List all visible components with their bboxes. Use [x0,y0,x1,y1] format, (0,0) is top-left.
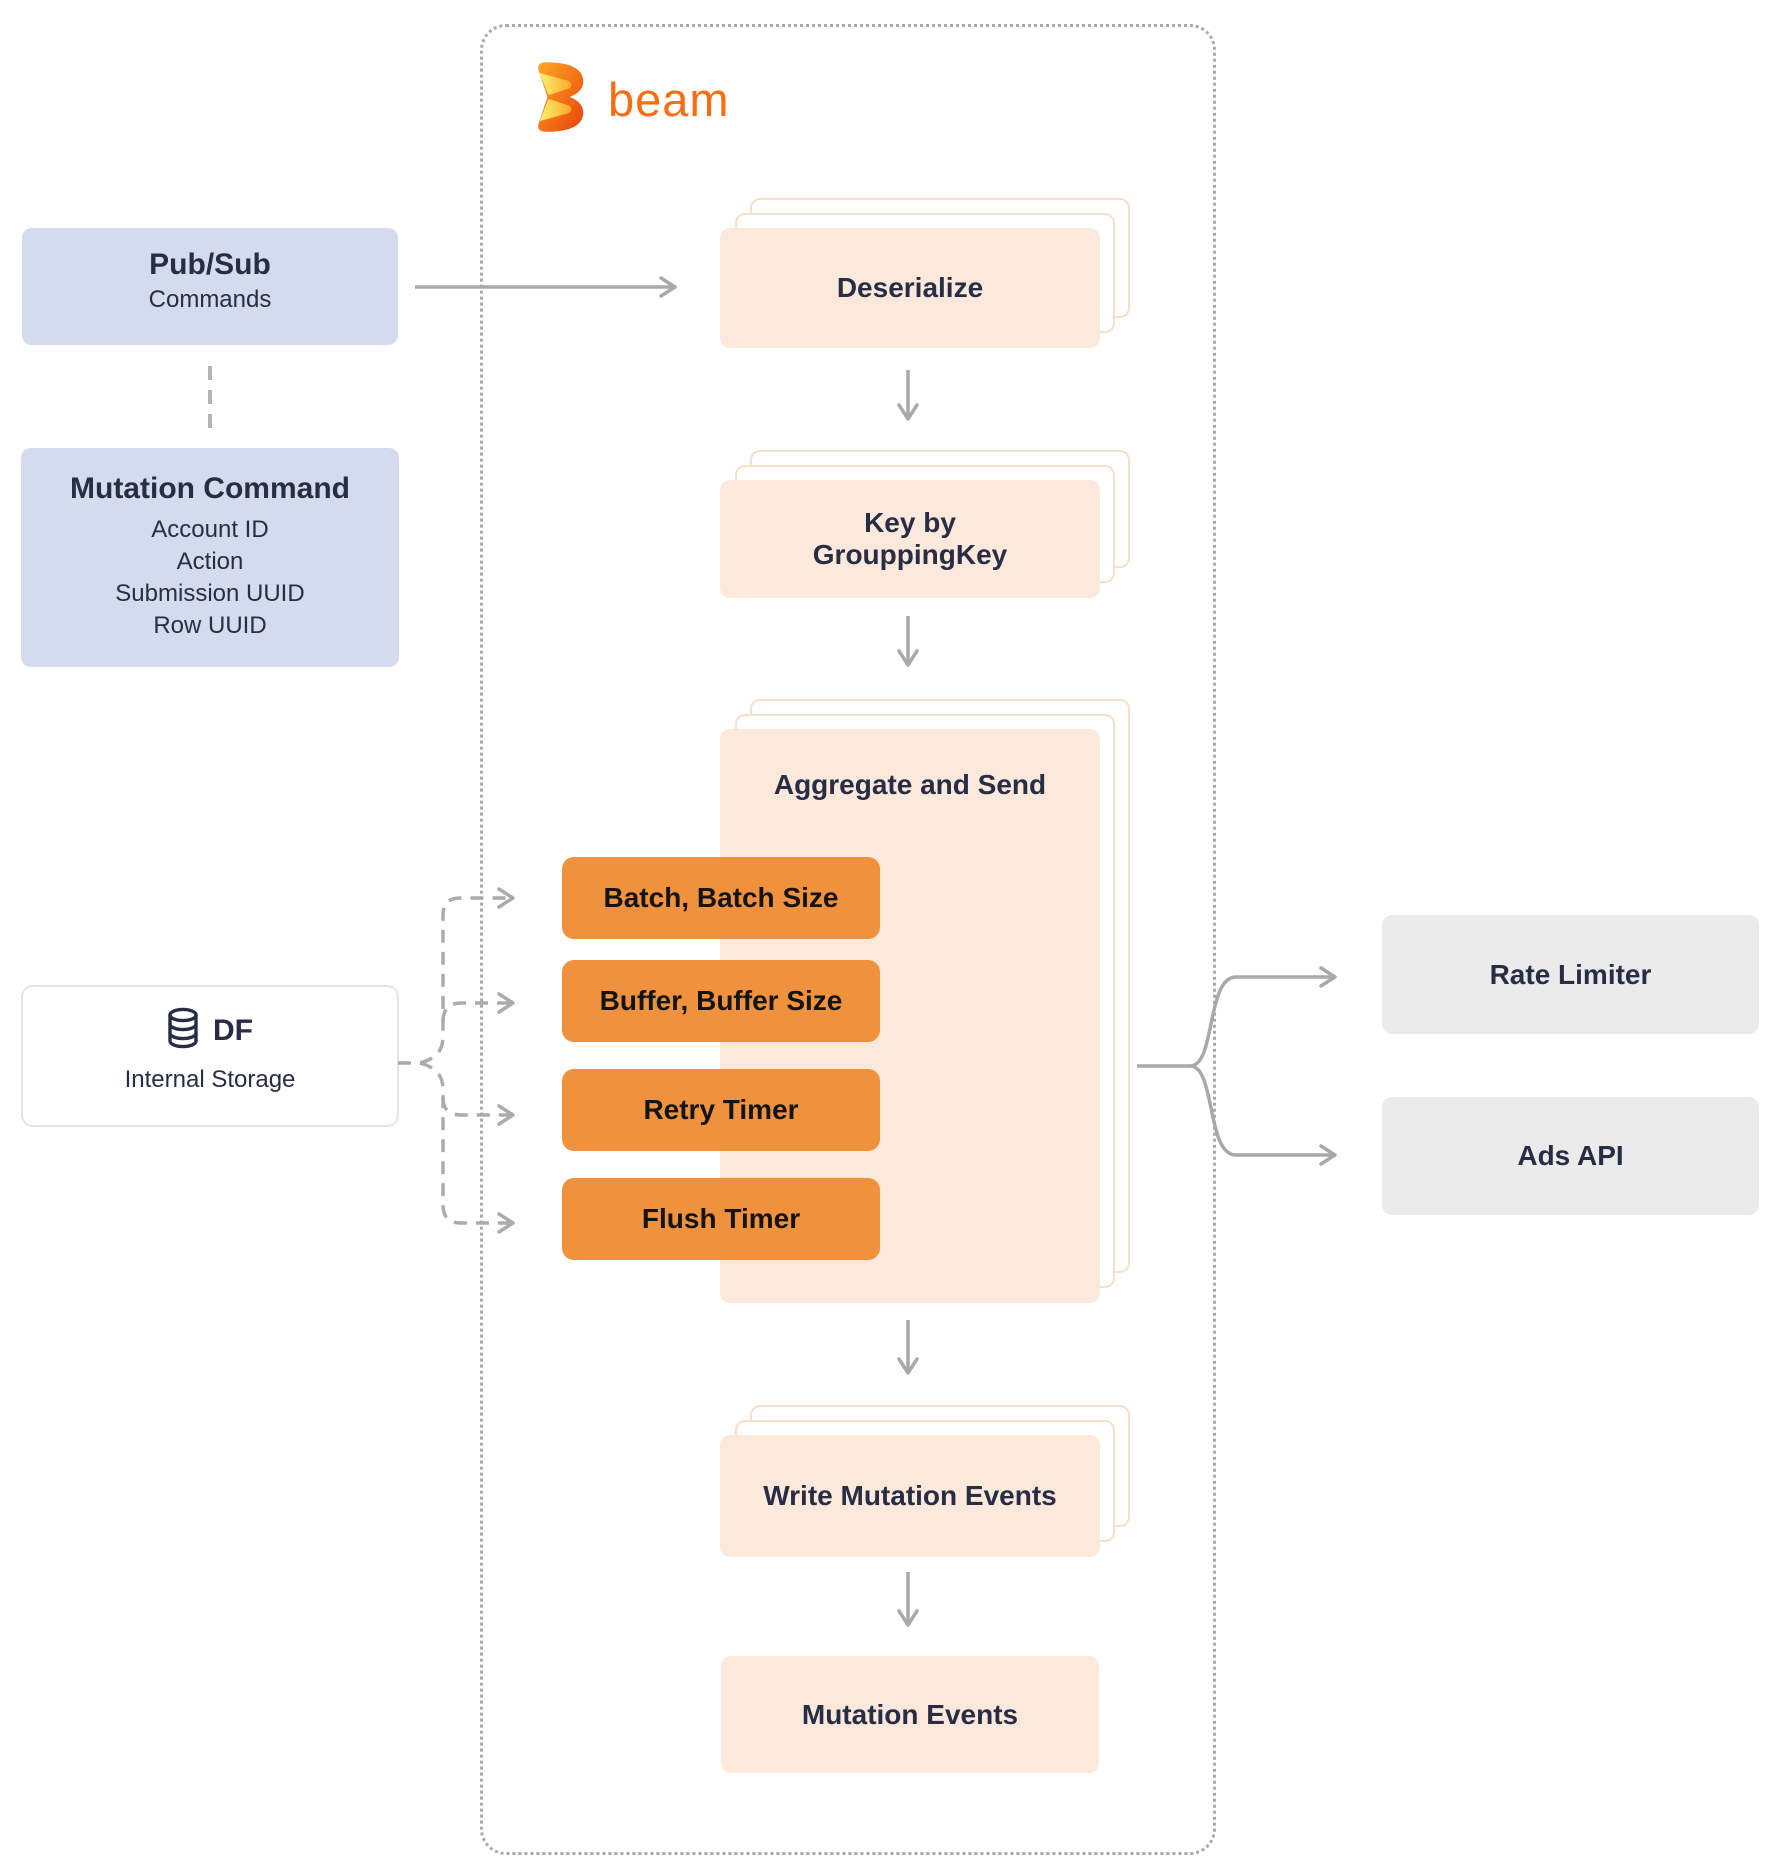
step-label: Mutation Events [801,1698,1019,1730]
pubsub-title: Pub/Sub [149,248,271,281]
mutation-command-field: Account ID [151,516,269,543]
param-batch-size: Batch, Batch Size [562,857,880,939]
mutation-command-field: Action [176,548,244,575]
step-deserialize: Deserialize [720,198,1130,348]
output-label: Rate Limiter [1489,958,1652,990]
step-write-mutation-events: Write Mutation Events [720,1405,1130,1557]
mutation-command-field: Submission UUID [115,580,305,607]
mutation-command-field: Row UUID [153,612,267,639]
rate-limiter-node: Rate Limiter [1382,915,1759,1034]
param-label: Retry Timer [643,1094,799,1125]
output-label: Ads API [1517,1140,1624,1171]
beam-wordmark: beam [608,73,730,126]
step-key-by-groupingkey: Key by GrouppingKey [720,450,1130,598]
internal-storage-subtitle: Internal Storage [124,1066,296,1093]
step-label: Aggregate and Send [773,769,1047,800]
step-label: Deserialize [836,272,984,303]
step-label: Write Mutation Events [763,1480,1057,1511]
param-retry-timer: Retry Timer [562,1069,880,1151]
internal-storage-node: DF Internal Storage [21,985,399,1127]
step-mutation-events: Mutation Events [721,1656,1099,1773]
beam-logo-icon [532,60,590,139]
step-label-line1: Key by [864,507,956,538]
database-icon [167,1007,199,1054]
internal-storage-title: DF [213,1013,253,1047]
param-label: Buffer, Buffer Size [599,985,843,1016]
mutation-command-node: Mutation Command Account ID Action Submi… [21,448,399,667]
param-buffer-size: Buffer, Buffer Size [562,960,880,1042]
param-flush-timer: Flush Timer [562,1178,880,1260]
pubsub-subtitle: Commands [148,286,272,313]
ads-api-node: Ads API [1382,1097,1759,1215]
pubsub-node: Pub/Sub Commands [22,228,398,345]
step-label-line2: GrouppingKey [812,539,1008,570]
beam-brand: beam [532,60,730,139]
mutation-command-title: Mutation Command [70,472,350,505]
param-label: Flush Timer [641,1203,801,1234]
param-label: Batch, Batch Size [603,882,839,913]
